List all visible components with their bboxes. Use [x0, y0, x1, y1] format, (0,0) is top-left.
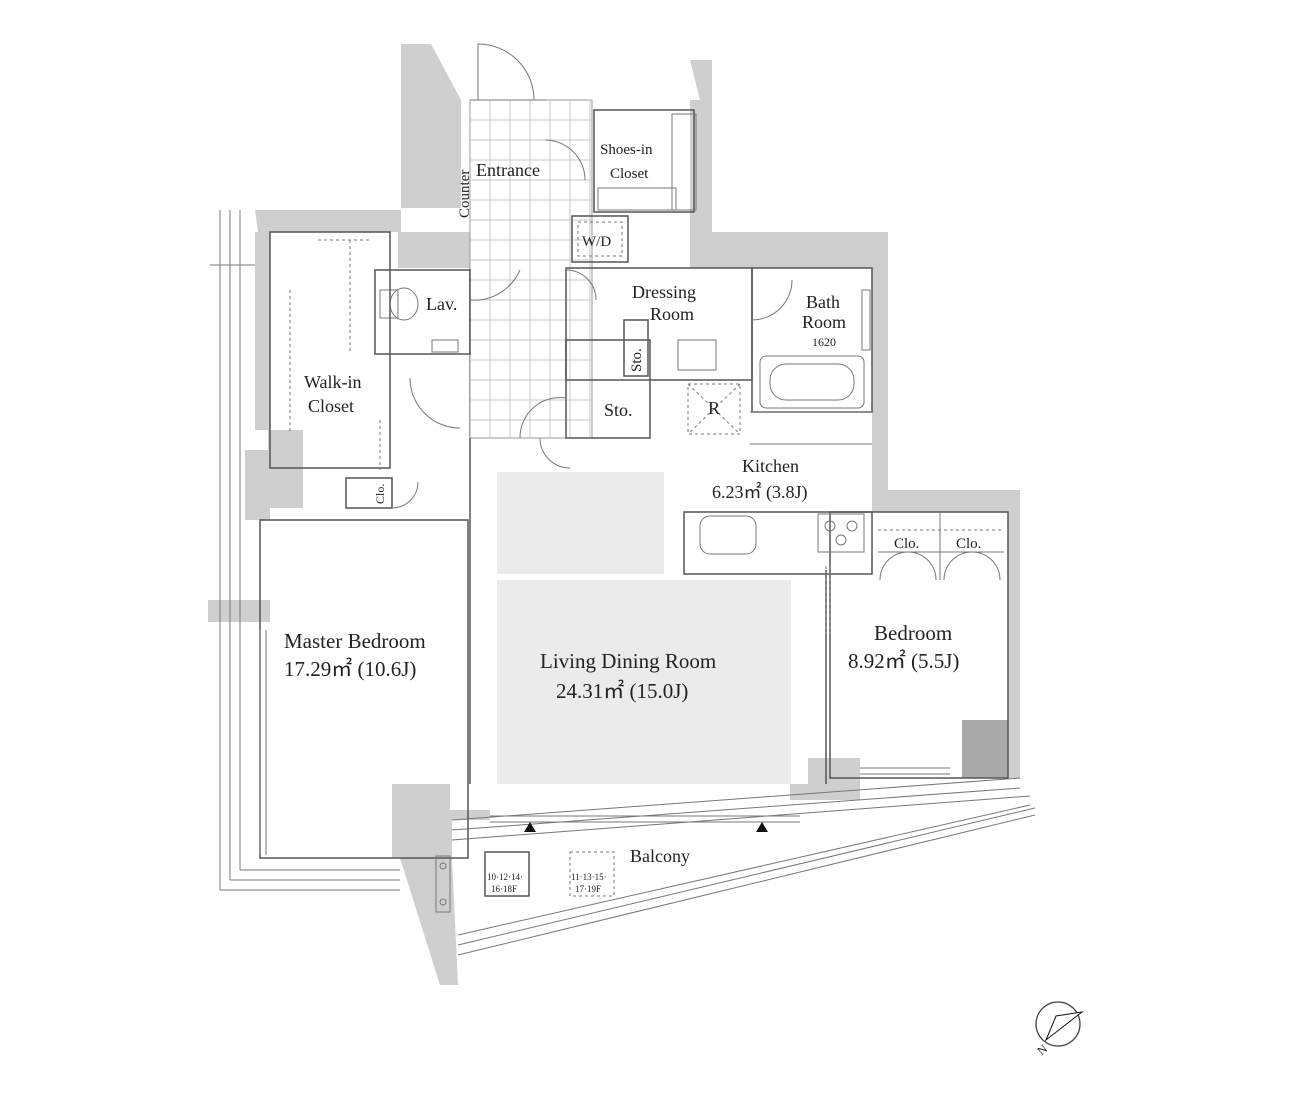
lavatory: [374, 269, 521, 355]
outdoor-unit-1-label-2: 16·18F: [491, 884, 517, 894]
bath-label-1: Bath: [806, 292, 840, 312]
balcony-arrow-left-icon: [524, 822, 536, 832]
refrigerator-label: R: [708, 398, 720, 418]
bedroom-closets: [878, 512, 1004, 581]
north-arrow-icon: N: [1034, 1001, 1084, 1058]
dressing-label-1: Dressing: [632, 282, 696, 302]
bedroom-label: Bedroom: [874, 621, 952, 645]
master-bedroom-area: 17.29㎡ (10.6J): [284, 657, 416, 681]
outdoor-unit-1-label-1: 10·12·14·: [487, 872, 523, 882]
walkin-label-2: Closet: [308, 396, 354, 416]
master-closet-door: [391, 481, 419, 509]
living-rug-lower: [497, 580, 791, 784]
wd-label: W/D: [582, 234, 611, 250]
shoes-closet: [593, 109, 697, 213]
outdoor-unit-2: [569, 851, 615, 897]
outdoor-unit-2-label-2: 17·19F: [575, 884, 601, 894]
master-closet: [345, 477, 393, 509]
balcony-label: Balcony: [630, 846, 690, 866]
shoes-closet-label-1: Shoes-in: [600, 142, 653, 158]
clo-bedroom-label-2: Clo.: [956, 536, 981, 552]
walls: [208, 44, 1020, 985]
balcony-fixture: [435, 855, 451, 913]
balcony-arrow-right-icon: [756, 822, 768, 832]
dressing-label-2: Room: [650, 304, 694, 324]
sto-label: Sto.: [604, 400, 633, 420]
living-rug-upper: [497, 472, 664, 574]
refrigerator: [687, 383, 741, 435]
kitchen-label: Kitchen: [742, 456, 799, 476]
lav-label: Lav.: [426, 294, 457, 314]
windows: [259, 566, 950, 855]
outdoor-unit-2-label-1: 11·13·15·: [571, 872, 607, 882]
walk-in-closet: [269, 231, 461, 470]
living-area: 24.31㎡ (15.0J): [556, 679, 688, 703]
storage: [519, 319, 651, 469]
labels: Entrance Counter Shoes-in Closet W/D Lav…: [284, 142, 981, 894]
balcony-outline: [210, 210, 1036, 956]
outdoor-unit-1: [484, 851, 530, 897]
clo-bedroom-label-1: Clo.: [894, 536, 919, 552]
counter-label: Counter: [457, 170, 473, 218]
washer-dryer: [571, 215, 629, 263]
entrance-floor: [469, 99, 593, 439]
entrance-label: Entrance: [476, 160, 540, 180]
bath-label-2: Room: [802, 312, 846, 332]
walkin-label-1: Walk-in: [304, 372, 362, 392]
bath-size-label: 1620: [812, 335, 836, 349]
bedroom-area: 8.92㎡ (5.5J): [848, 649, 959, 673]
shoes-closet-label-2: Closet: [610, 166, 649, 182]
kitchen-fixtures: [699, 411, 872, 555]
master-bedroom-label: Master Bedroom: [284, 629, 426, 653]
clo-master-label: Clo.: [373, 484, 387, 504]
living-label: Living Dining Room: [540, 649, 716, 673]
sto-small-label: Sto.: [629, 348, 645, 372]
kitchen-area: 6.23㎡ (3.8J): [712, 481, 808, 503]
entrance-door: [470, 43, 586, 181]
